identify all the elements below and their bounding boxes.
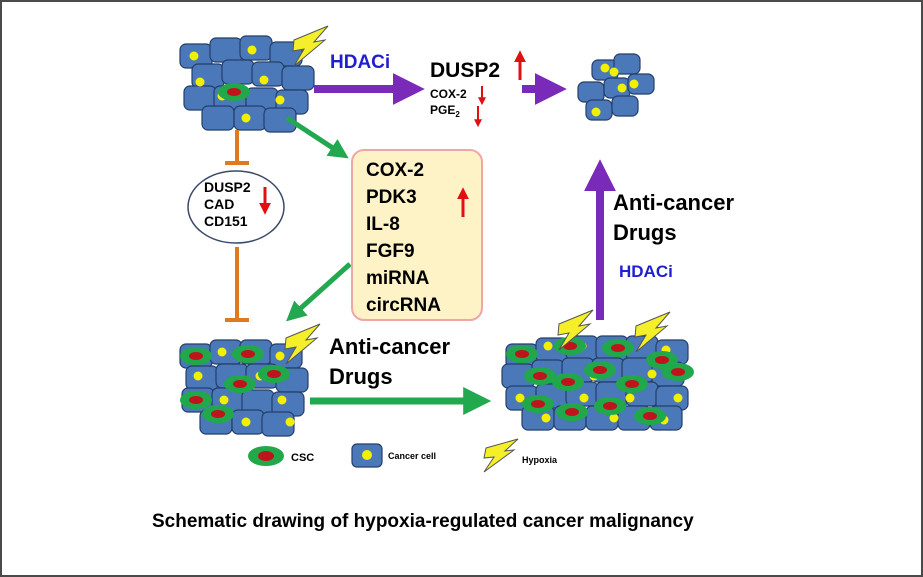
- cell-nucleus: [647, 369, 657, 379]
- csc-nucleus: [593, 366, 607, 374]
- cell-nucleus: [515, 393, 525, 403]
- cancer-cell: [611, 95, 639, 117]
- cell-nucleus: [617, 83, 627, 93]
- cancer-cell: [281, 65, 315, 91]
- hypoxia-bolt-icon: [557, 309, 594, 351]
- cancer-cell: [201, 105, 235, 131]
- cox2-label-top: COX-2: [430, 87, 467, 101]
- cell-nucleus: [673, 393, 683, 403]
- cell-nucleus: [609, 413, 619, 423]
- cell-nucleus: [219, 395, 229, 405]
- cell-nucleus: [195, 77, 205, 87]
- csc-nucleus: [211, 410, 225, 418]
- csc-nucleus: [655, 356, 669, 364]
- factor-to-csc-arrow: [286, 262, 352, 322]
- factor-item: IL-8: [366, 214, 400, 235]
- csc-nucleus: [561, 378, 575, 386]
- csc-nucleus: [189, 396, 203, 404]
- cancer-cell: [221, 59, 255, 85]
- csc-nucleus: [565, 408, 579, 416]
- cell-nucleus: [275, 351, 285, 361]
- hypoxia-bolt-icon: [284, 323, 321, 365]
- secreted-factors-box: [351, 149, 483, 321]
- cell-nucleus: [247, 45, 257, 55]
- csc-nucleus: [227, 88, 241, 96]
- dusp2-label-top: DUSP2: [430, 59, 500, 82]
- hypoxia-bolt-icon: [292, 25, 329, 67]
- csc-nucleus: [625, 380, 639, 388]
- factor-item: circRNA: [366, 295, 441, 316]
- oval-gene-item: DUSP2: [204, 179, 251, 195]
- cell-nucleus: [541, 413, 551, 423]
- drugs-label-right: Drugs: [613, 220, 677, 245]
- cell-nucleus: [277, 395, 287, 405]
- cancer-cell: [627, 73, 655, 95]
- csc-nucleus: [671, 368, 685, 376]
- csc-nucleus: [241, 350, 255, 358]
- cell-nucleus: [629, 79, 639, 89]
- legend: CSC Cancer cell Hypoxia: [248, 438, 558, 473]
- cancer-cell-legend-icon: [351, 443, 383, 468]
- csc-nucleus: [531, 400, 545, 408]
- cell-nucleus: [217, 347, 227, 357]
- hypoxia-bolt-icon: [634, 311, 671, 353]
- csc-nucleus: [603, 402, 617, 410]
- inhibition-line-upper: [225, 130, 249, 165]
- cell-nucleus: [591, 107, 601, 117]
- factor-item: COX-2: [366, 160, 424, 181]
- anti-cancer-label-bottom: Anti-cancer: [329, 334, 450, 359]
- cancer-cell: [577, 81, 605, 103]
- drugs-label-bottom: Drugs: [329, 364, 393, 389]
- legend-hypoxia-label: Hypoxia: [522, 455, 558, 465]
- oval-gene-item: CD151: [204, 213, 248, 229]
- factor-item: PDK3: [366, 187, 417, 208]
- factor-item: miRNA: [366, 268, 430, 289]
- csc-nucleus: [189, 352, 203, 360]
- csc-nucleus: [233, 380, 247, 388]
- cell-nucleus: [193, 371, 203, 381]
- inhibition-line-lower: [225, 247, 249, 322]
- csc-nucleus: [643, 412, 657, 420]
- csc-legend-icon: [248, 446, 284, 466]
- tumor-cluster-drug-resistant: [501, 335, 694, 431]
- cell-nucleus: [609, 67, 619, 77]
- cell-nucleus: [241, 417, 251, 427]
- csc-nucleus: [611, 344, 625, 352]
- cell-nucleus: [189, 51, 199, 61]
- tumor-cluster-normoxia: [179, 35, 315, 133]
- cancer-cell: [251, 61, 285, 87]
- pge2-label: PGE2: [430, 103, 460, 119]
- cell-nucleus: [543, 341, 553, 351]
- tumor-cluster-reduced: [577, 53, 655, 121]
- hdaci-label-right: HDACi: [619, 262, 673, 281]
- hypoxia-induction-arrow: [285, 115, 349, 159]
- cancer-cell: [209, 37, 243, 63]
- cell-nucleus: [600, 63, 610, 73]
- legend-cancer-cell-label: Cancer cell: [388, 451, 436, 461]
- gene-oval: [187, 170, 285, 244]
- oval-gene-item: CAD: [204, 196, 234, 212]
- cancer-cell: [263, 107, 297, 133]
- cell-nucleus: [259, 75, 269, 85]
- csc-nucleus: [533, 372, 547, 380]
- cell-nucleus: [275, 95, 285, 105]
- hypoxia-legend-icon: [483, 438, 519, 473]
- csc-nucleus: [515, 350, 529, 358]
- cell-nucleus: [579, 393, 589, 403]
- figure-caption: Schematic drawing of hypoxia-regulated c…: [152, 511, 694, 532]
- cancer-cell: [613, 53, 641, 75]
- hdaci-label-top: HDACi: [330, 52, 390, 73]
- factor-item: FGF9: [366, 241, 415, 262]
- cell-nucleus: [625, 393, 635, 403]
- cell-nucleus: [241, 113, 251, 123]
- cell-nucleus: [285, 417, 295, 427]
- anti-cancer-label-right: Anti-cancer: [613, 190, 734, 215]
- tumor-cluster-hypoxic-csc: [179, 339, 309, 437]
- legend-csc-label: CSC: [291, 452, 314, 464]
- csc-nucleus: [267, 370, 281, 378]
